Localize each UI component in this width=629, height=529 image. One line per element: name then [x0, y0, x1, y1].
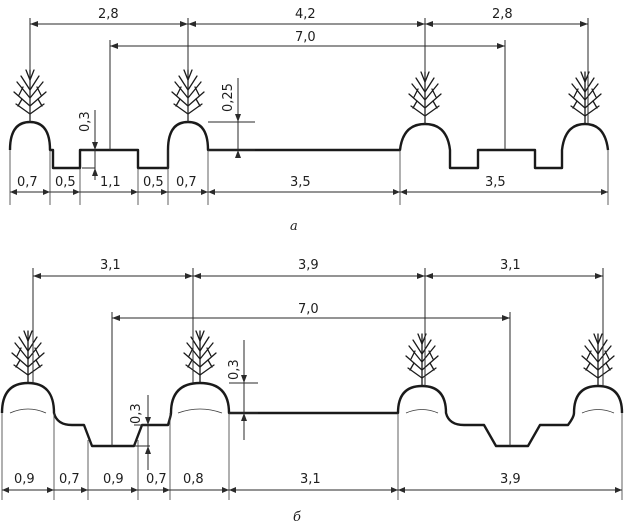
dim-b-bottom-4: 0,7 — [146, 472, 167, 487]
dim-a-bottom-5: 0,7 — [176, 175, 197, 190]
dim-b-bottom-3: 0,9 — [103, 472, 124, 487]
caption-a: а — [290, 219, 298, 234]
soil-profile-a — [8, 120, 610, 170]
dim-b-bottom-1: 0,9 — [14, 472, 35, 487]
dim-a-bottom-2: 0,5 — [55, 175, 76, 190]
dim-a-bottom-6: 3,5 — [290, 175, 311, 190]
dim-b-top-3: 3,1 — [500, 258, 521, 273]
seedling-icon — [581, 333, 615, 387]
dim-a-bottom-3: 1,1 — [100, 175, 121, 190]
figure-a: 2,8 4,2 2,8 7,0 0,25 0,3 0,7 0,5 1,1 0,5… — [8, 7, 610, 234]
dim-a-span: 7,0 — [295, 30, 316, 45]
dim-b-top-1: 3,1 — [100, 258, 121, 273]
seedling-icon — [183, 330, 217, 384]
dim-b-bottom-2: 0,7 — [59, 472, 80, 487]
seedling-icon — [11, 330, 45, 384]
dim-a-top-2: 4,2 — [295, 7, 316, 22]
caption-b: б — [293, 510, 301, 525]
figure-b: 3,1 3,9 3,1 7,0 0,3 0,3 0,9 0,7 0,9 0,7 … — [0, 258, 624, 525]
seedling-icon — [405, 333, 439, 387]
dim-b-top-2: 3,9 — [298, 258, 319, 273]
dim-a-ridge-height: 0,25 — [221, 83, 236, 112]
soil-profile-b — [0, 381, 624, 448]
dim-b-ridge-height: 0,3 — [227, 359, 242, 380]
dim-a-top-3: 2,8 — [492, 7, 513, 22]
dim-b-furrow-depth: 0,3 — [129, 403, 144, 424]
dim-b-bottom-5: 0,8 — [183, 472, 204, 487]
dim-a-bottom-7: 3,5 — [485, 175, 506, 190]
dim-a-bottom-4: 0,5 — [143, 175, 164, 190]
dim-b-bottom-7: 3,9 — [500, 472, 521, 487]
dim-b-span: 7,0 — [298, 302, 319, 317]
dim-a-top-1: 2,8 — [98, 7, 119, 22]
dim-a-furrow-depth: 0,3 — [78, 111, 93, 132]
dim-b-bottom-6: 3,1 — [300, 472, 321, 487]
dim-a-bottom-1: 0,7 — [17, 175, 38, 190]
seedling-icon — [568, 71, 602, 125]
